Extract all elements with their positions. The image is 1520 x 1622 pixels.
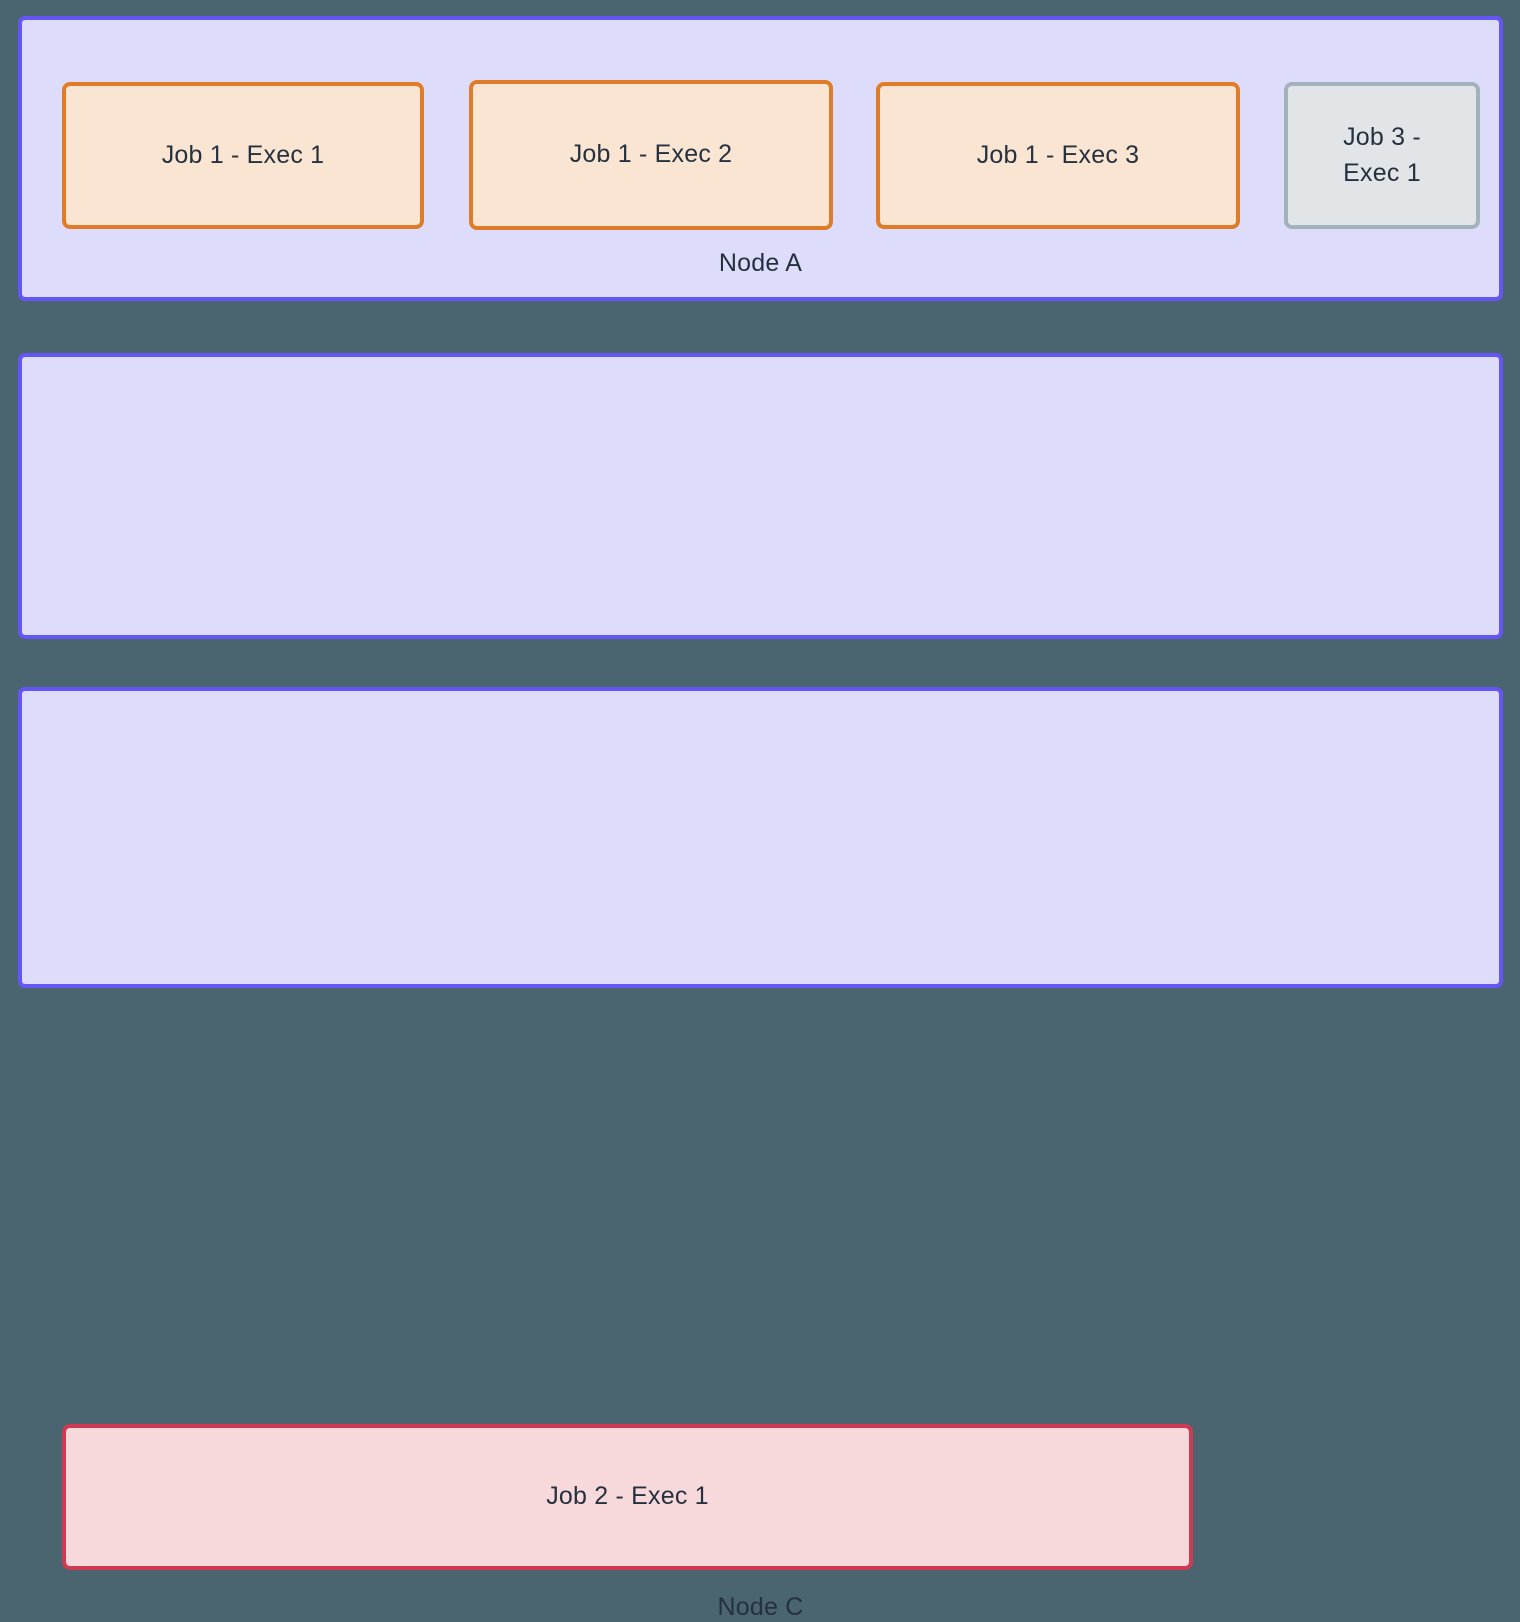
node-label-c: Node C — [717, 1593, 804, 1621]
diagram-canvas: Job 1 - Exec 1 Job 1 - Exec 2 Job 1 - Ex… — [18, 16, 1503, 1621]
task-box-job2-exec1[interactable]: Job 2 - Exec 1 — [62, 1424, 1193, 1570]
node-container-c[interactable]: Job 2 - Exec 1 Node C — [18, 687, 1503, 1621]
node-container-b[interactable]: Job 1 - Exec 4 Job 3 - Exec 2 Job 3 - Ex… — [18, 353, 1503, 951]
task-box-job1-exec2[interactable]: Job 1 - Exec 2 — [469, 80, 833, 230]
node-container-a[interactable]: Job 1 - Exec 1 Job 1 - Exec 2 Job 1 - Ex… — [18, 16, 1503, 301]
task-box-job3-exec1[interactable]: Job 3 - Exec 1 — [1284, 82, 1480, 229]
task-box-job1-exec3[interactable]: Job 1 - Exec 3 — [876, 82, 1240, 229]
node-label-a: Node A — [718, 249, 803, 277]
task-box-job1-exec1[interactable]: Job 1 - Exec 1 — [62, 82, 424, 229]
